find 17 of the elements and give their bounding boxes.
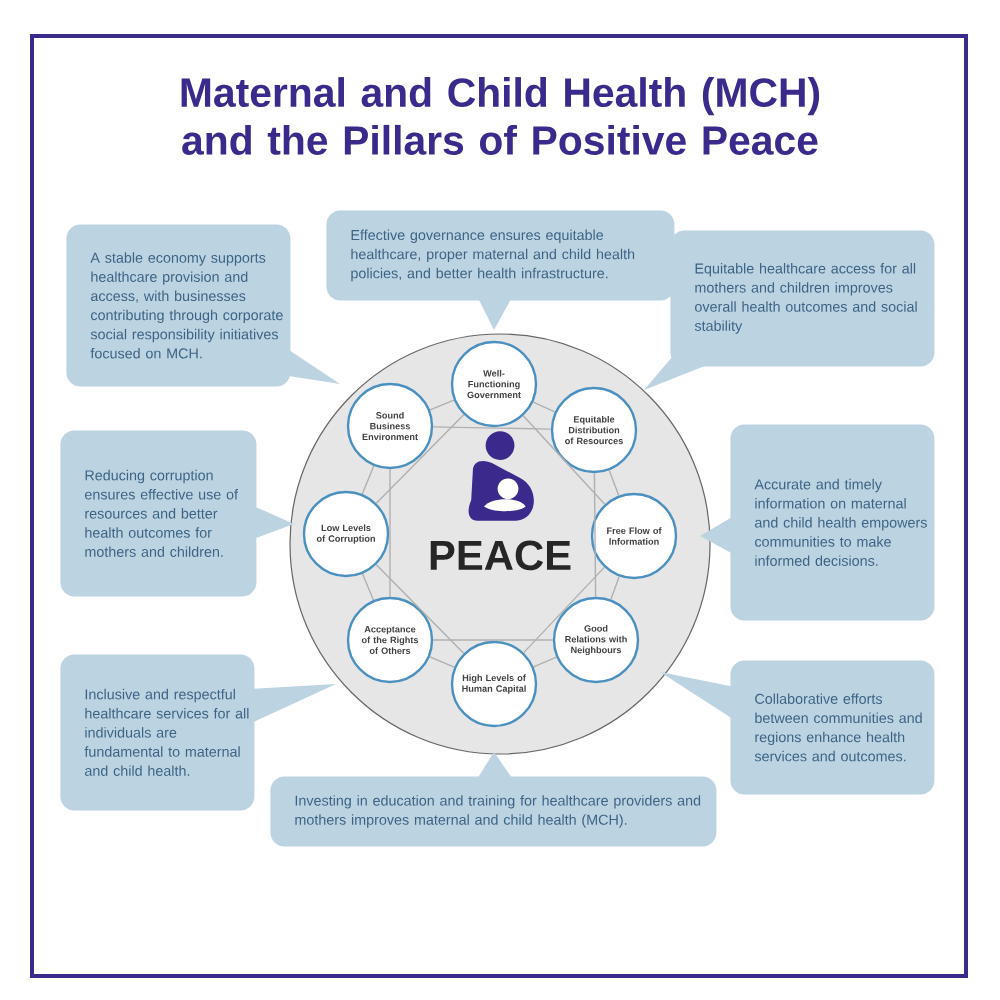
web-line	[522, 415, 606, 505]
web-line	[532, 401, 556, 413]
web-line	[432, 639, 554, 641]
web-line	[523, 566, 606, 654]
web-line	[429, 399, 455, 411]
web-line	[610, 575, 620, 601]
title: Maternal and Child Health (MCH) and the Pillars of Positive Peace	[181, 77, 820, 155]
web-line	[389, 468, 391, 598]
web-line	[532, 656, 558, 668]
web-line	[375, 564, 465, 654]
web-line	[361, 573, 375, 601]
web-line	[361, 465, 375, 495]
web-line	[608, 469, 620, 497]
web-line	[432, 426, 552, 430]
web-line	[429, 656, 455, 668]
web-line	[593, 472, 597, 598]
web-line	[375, 414, 465, 504]
